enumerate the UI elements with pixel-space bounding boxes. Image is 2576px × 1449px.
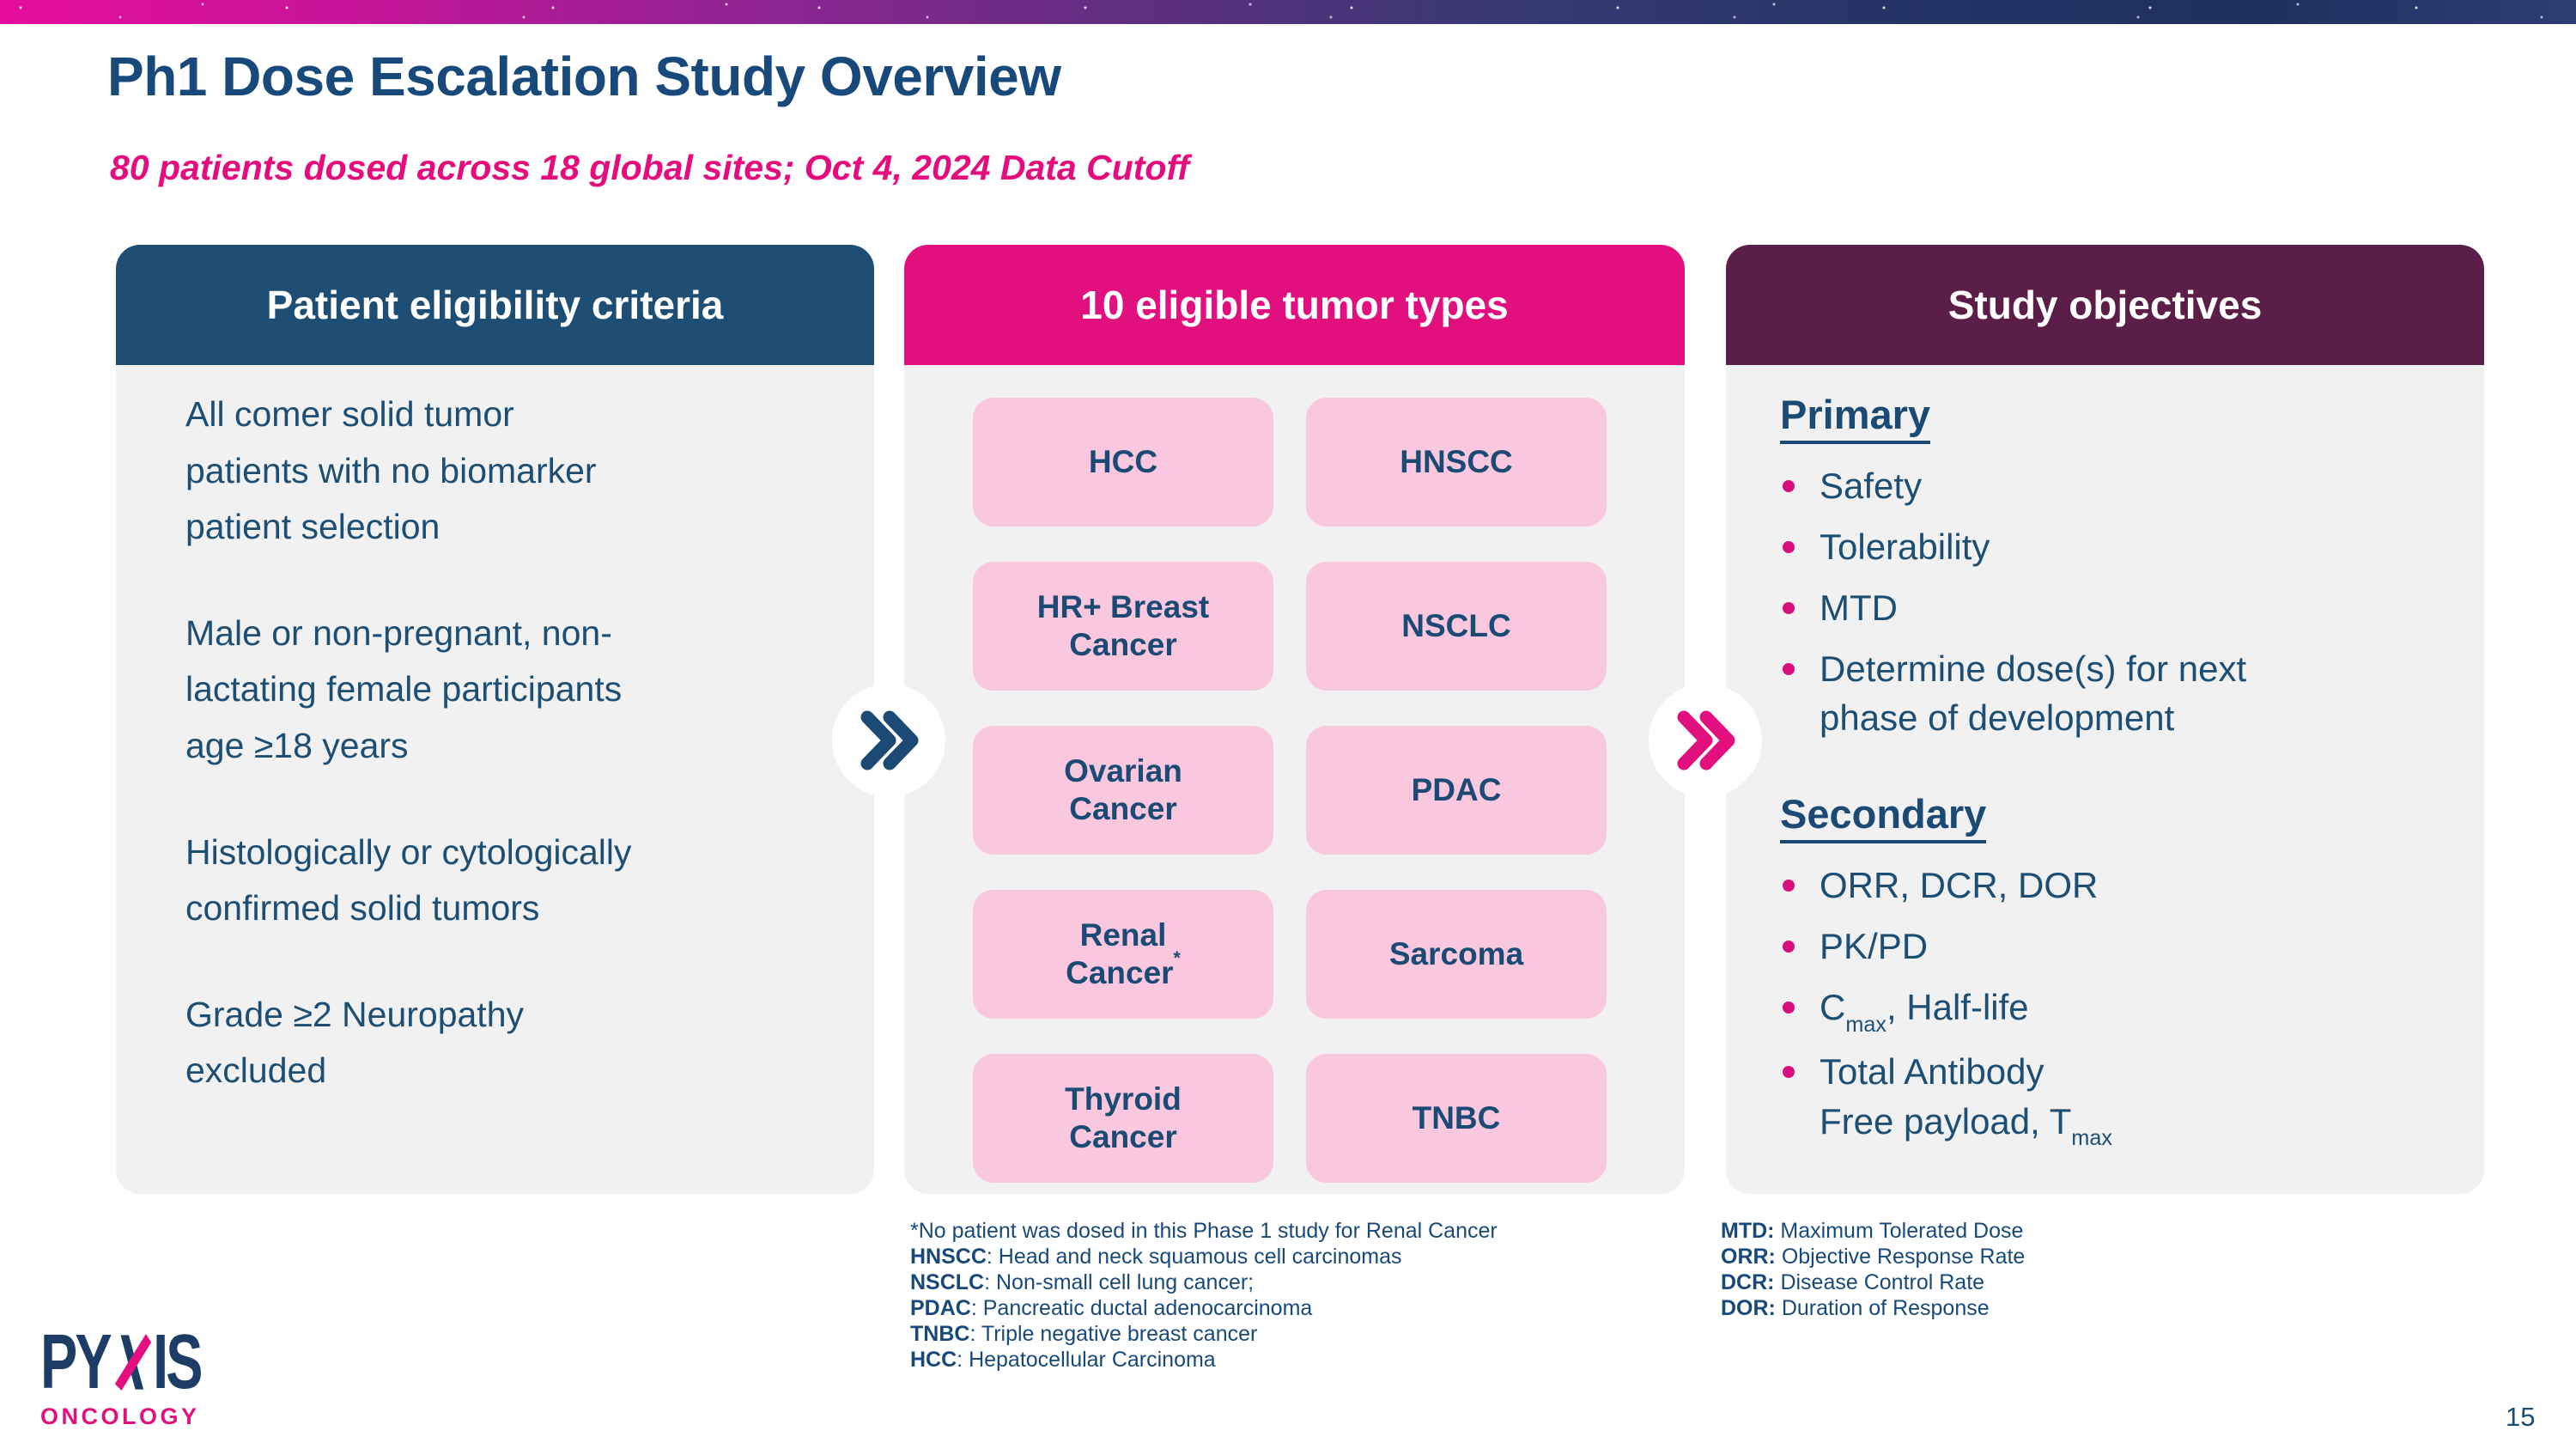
tumor-box-nsclc: NSCLC [1306, 562, 1607, 691]
eligibility-line: lactating female participants [185, 669, 623, 709]
tumor-label: TNBC [1412, 1100, 1501, 1136]
tumor-label: HCC [1088, 444, 1158, 480]
double-chevron-right-icon [860, 710, 919, 770]
renal-asterisk: * [1173, 947, 1181, 969]
double-chevron-right-icon [1677, 710, 1735, 770]
tumor-box-hcc: HCC [973, 398, 1273, 527]
eligibility-item: All comer solid tumor patients with no bi… [185, 387, 823, 556]
panel-objectives-header: Study objectives [1726, 245, 2484, 365]
bullet-dot-icon [1783, 1001, 1795, 1014]
panel-eligibility: Patient eligibility criteria All comer s… [116, 245, 874, 1194]
objective-text: Safety [1820, 466, 1923, 506]
bullet-dot-icon [1783, 541, 1795, 554]
panel-objectives-body: Primary Safety Tolerability MTD Determin… [1726, 365, 2484, 1194]
objective-text: ORR, DCR, DOR [1820, 864, 2099, 905]
list-item: MTD [1780, 583, 2450, 632]
flow-arrow-right [1649, 684, 1762, 797]
compass-x-icon [114, 1334, 152, 1391]
list-item: Cmax, Half-life [1780, 983, 2450, 1037]
footnote-line: NSCLC: Non-small cell lung cancer; [910, 1270, 1255, 1294]
footnote-line: MTD: Maximum Tolerated Dose [1721, 1219, 2024, 1243]
footnote-line: *No patient was dosed in this Phase 1 st… [910, 1219, 1498, 1243]
bullet-dot-icon [1783, 940, 1795, 953]
eligibility-line: patients with no biomarker [185, 450, 597, 490]
tumor-label: HNSCC [1400, 444, 1513, 480]
objective-footnotes: MTD: Maximum Tolerated Dose ORR: Objecti… [1721, 1218, 2459, 1321]
tumor-box-pdac: PDAC [1306, 726, 1607, 855]
objective-text: MTD [1820, 588, 1898, 629]
page-title: Ph1 Dose Escalation Study Overview [107, 46, 1061, 107]
bullet-dot-icon [1783, 602, 1795, 615]
list-item: Safety [1780, 461, 2450, 510]
pyxis-oncology-logo: PY IS ONCOLOGY [40, 1319, 263, 1430]
panel-tumor-types: 10 eligible tumor types HCC HNSCC HR+ Br… [904, 245, 1685, 1194]
decorative-top-banner [0, 0, 2576, 24]
objective-text: PK/PD [1820, 925, 1929, 966]
eligibility-line: excluded [185, 1050, 327, 1091]
bullet-dot-icon [1783, 879, 1795, 892]
eligibility-line: Grade ≥2 Neuropathy [185, 994, 525, 1034]
tumor-label: Sarcoma [1388, 936, 1524, 972]
logo-text-is: IS [153, 1318, 203, 1405]
footnote-line: DOR: Duration of Response [1721, 1296, 1990, 1320]
footnote-line: DCR: Disease Control Rate [1721, 1270, 1985, 1294]
eligibility-line: Histologically or cytologically [185, 831, 632, 872]
footnote-line: ORR: Objective Response Rate [1721, 1245, 2026, 1269]
objective-text: Tolerability [1820, 527, 1990, 568]
primary-heading: Primary [1780, 391, 2450, 444]
eligibility-line: Male or non-pregnant, non- [185, 612, 612, 653]
list-item: PK/PD [1780, 922, 2450, 971]
eligibility-line: All comer solid tumor [185, 394, 514, 434]
list-item: ORR, DCR, DOR [1780, 861, 2450, 910]
footnote-line: HCC: Hepatocellular Carcinoma [910, 1348, 1216, 1372]
eligibility-item: Histologically or cytologically confirmed… [185, 825, 823, 937]
tumor-box-sarcoma: Sarcoma [1306, 890, 1607, 1019]
eligibility-item: Male or non-pregnant, non-lactating fema… [185, 606, 823, 775]
tumor-label: PDAC [1411, 772, 1502, 808]
bullet-dot-icon [1783, 663, 1795, 676]
subtitle: 80 patients dosed across 18 global sites… [110, 148, 1190, 187]
objective-text: Cmax, Half-life [1820, 986, 2029, 1037]
bullet-dot-icon [1783, 1066, 1795, 1079]
eligibility-line: age ≥18 years [185, 725, 409, 765]
list-item: Tolerability [1780, 522, 2450, 571]
page-number: 15 [2506, 1402, 2536, 1432]
panel-tumor-types-header: 10 eligible tumor types [904, 245, 1685, 365]
logo-text-py: PY [40, 1318, 112, 1405]
bullet-dot-icon [1783, 480, 1795, 492]
logo-oncology-text: ONCOLOGY [40, 1403, 200, 1429]
tumor-footnotes: *No patient was dosed in this Phase 1 st… [910, 1218, 1666, 1373]
panel-objectives: Study objectives Primary Safety Tolerabi… [1726, 245, 2484, 1194]
panel-eligibility-header: Patient eligibility criteria [116, 245, 874, 365]
secondary-objectives-list: ORR, DCR, DOR PK/PD Cmax, Half-life Tota… [1780, 861, 2450, 1150]
footnote-line: HNSCC: Head and neck squamous cell carci… [910, 1245, 1402, 1269]
panel-eligibility-body: All comer solid tumor patients with no bi… [116, 365, 874, 1194]
tumor-label: NSCLC [1401, 608, 1511, 644]
eligibility-line: confirmed solid tumors [185, 888, 540, 928]
tumor-box-hnscc: HNSCC [1306, 398, 1607, 527]
flow-arrow-left [832, 684, 945, 797]
eligibility-line: patient selection [185, 507, 440, 547]
primary-objectives-list: Safety Tolerability MTD Determine dose(s… [1780, 461, 2450, 743]
eligibility-item: Grade ≥2 Neuropathy excluded [185, 987, 823, 1099]
footnote-line: TNBC: Triple negative breast cancer [910, 1322, 1258, 1346]
secondary-heading: Secondary [1780, 790, 2450, 843]
logo-wordmark: PY IS [40, 1319, 203, 1405]
footnote-line: PDAC: Pancreatic ductal adenocarcinoma [910, 1296, 1313, 1320]
tumor-box-tnbc: TNBC [1306, 1054, 1607, 1183]
